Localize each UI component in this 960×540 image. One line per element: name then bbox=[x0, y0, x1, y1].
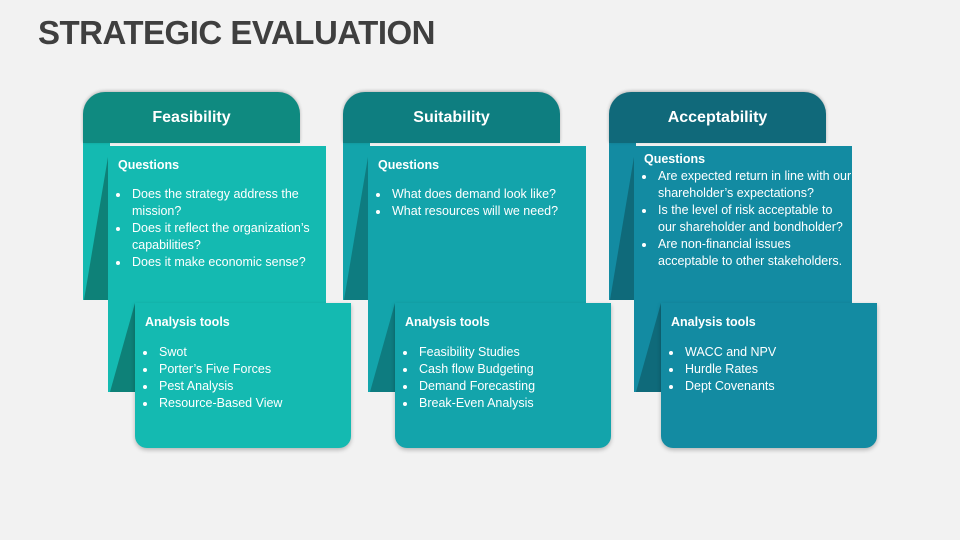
question-item: What resources will we need? bbox=[390, 203, 586, 220]
column-acceptability: Acceptability Questions Are expected ret… bbox=[609, 0, 909, 540]
tools-list: SwotPorter’s Five ForcesPest AnalysisRes… bbox=[135, 344, 351, 412]
shade-strip bbox=[108, 300, 135, 392]
analysis-tools-heading: Analysis tools bbox=[405, 315, 490, 329]
shade-strip bbox=[609, 143, 636, 300]
analysis-tools-box: Analysis tools WACC and NPVHurdle RatesD… bbox=[661, 303, 877, 448]
tool-item: Break-Even Analysis bbox=[417, 395, 611, 412]
question-item: Does it reflect the organization’s capab… bbox=[130, 220, 326, 254]
question-item: What does demand look like? bbox=[390, 186, 586, 203]
questions-box: Questions Does the strategy address the … bbox=[108, 146, 326, 303]
tool-item: Resource-Based View bbox=[157, 395, 351, 412]
tools-list: Feasibility StudiesCash flow BudgetingDe… bbox=[395, 344, 611, 412]
question-item: Does it make economic sense? bbox=[130, 254, 326, 271]
questions-heading: Questions bbox=[644, 152, 706, 166]
tool-item: Swot bbox=[157, 344, 351, 361]
shade-strip bbox=[343, 143, 370, 300]
question-item: Are expected return in line with our sha… bbox=[656, 168, 852, 202]
shade-strip bbox=[634, 300, 661, 392]
tool-item: Feasibility Studies bbox=[417, 344, 611, 361]
questions-list: What does demand look like?What resource… bbox=[368, 186, 586, 220]
tools-list: WACC and NPVHurdle RatesDept Covenants bbox=[661, 344, 877, 395]
tool-item: Demand Forecasting bbox=[417, 378, 611, 395]
tool-item: Dept Covenants bbox=[683, 378, 877, 395]
analysis-tools-heading: Analysis tools bbox=[145, 315, 230, 329]
column-header: Feasibility bbox=[83, 92, 300, 143]
column-header: Suitability bbox=[343, 92, 560, 143]
question-item: Does the strategy address the mission? bbox=[130, 186, 326, 220]
page-title: STRATEGIC EVALUATION bbox=[38, 14, 436, 51]
tool-item: Pest Analysis bbox=[157, 378, 351, 395]
tool-item: Cash flow Budgeting bbox=[417, 361, 611, 378]
analysis-tools-heading: Analysis tools bbox=[671, 315, 756, 329]
analysis-tools-box: Analysis tools SwotPorter’s Five ForcesP… bbox=[135, 303, 351, 448]
questions-box: Questions What does demand look like?Wha… bbox=[368, 146, 586, 303]
question-item: Is the level of risk acceptable to our s… bbox=[656, 202, 852, 236]
shade-strip bbox=[83, 143, 110, 300]
questions-list: Does the strategy address the mission?Do… bbox=[108, 186, 326, 271]
questions-heading: Questions bbox=[378, 158, 440, 172]
questions-list: Are expected return in line with our sha… bbox=[634, 168, 852, 270]
column-suitability: Suitability Questions What does demand l… bbox=[343, 0, 643, 540]
questions-heading: Questions bbox=[118, 158, 180, 172]
shade-strip bbox=[368, 300, 395, 392]
analysis-tools-box: Analysis tools Feasibility StudiesCash f… bbox=[395, 303, 611, 448]
tool-item: Hurdle Rates bbox=[683, 361, 877, 378]
tool-item: Porter’s Five Forces bbox=[157, 361, 351, 378]
question-item: Are non-financial issues acceptable to o… bbox=[656, 236, 852, 270]
questions-box: Questions Are expected return in line wi… bbox=[634, 146, 852, 303]
column-header: Acceptability bbox=[609, 92, 826, 143]
column-feasibility: Feasibility Questions Does the strategy … bbox=[83, 0, 383, 540]
tool-item: WACC and NPV bbox=[683, 344, 877, 361]
